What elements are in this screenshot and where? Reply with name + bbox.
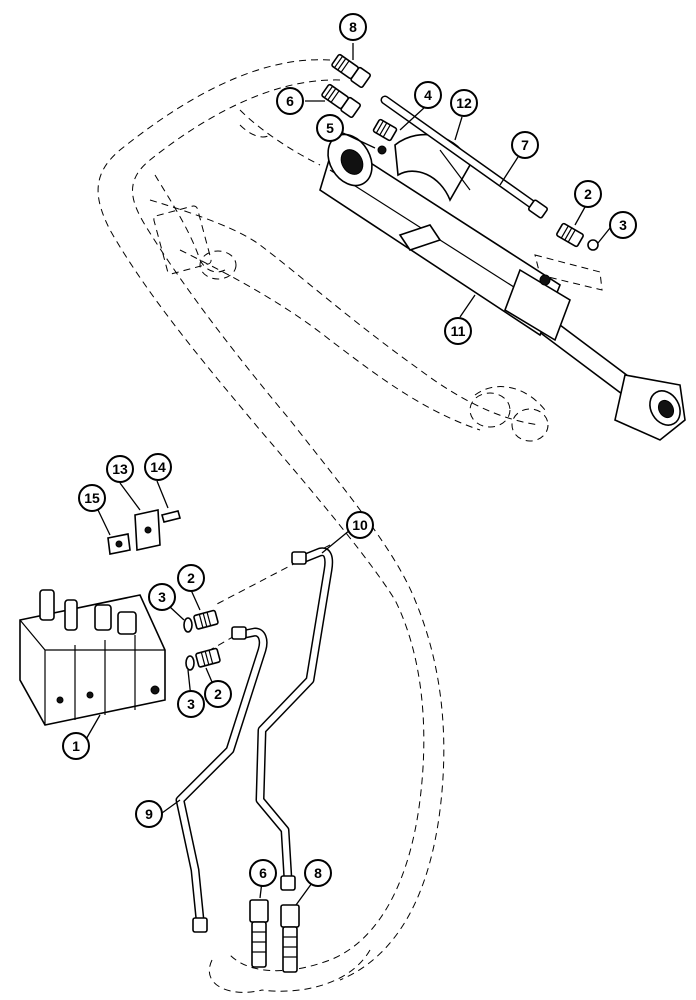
callout-item-13: 13	[106, 455, 134, 483]
callout-item-8-top: 8	[339, 13, 367, 41]
callout-label: 3	[619, 217, 627, 233]
fittings-valve	[183, 609, 221, 671]
callout-label: 12	[456, 95, 472, 111]
callout-item-10: 10	[346, 511, 374, 539]
callout-label: 3	[187, 696, 195, 712]
callout-label: 13	[112, 461, 128, 477]
callout-label: 8	[314, 865, 322, 881]
callout-item-2-upper-valve: 2	[177, 564, 205, 592]
callout-label: 15	[84, 490, 100, 506]
callout-label: 2	[187, 570, 195, 586]
hydraulic-cylinder	[319, 133, 686, 441]
boom-phantom-outline	[97, 59, 603, 993]
callout-label: 14	[150, 459, 166, 475]
tube-7	[380, 95, 549, 219]
callout-item-11: 11	[444, 317, 472, 345]
callout-label: 10	[352, 517, 368, 533]
callout-label: 2	[584, 186, 592, 202]
callout-label: 6	[286, 93, 294, 109]
callout-item-3-top: 3	[609, 211, 637, 239]
callout-item-8-bottom: 8	[304, 859, 332, 887]
callout-label: 6	[259, 865, 267, 881]
callout-label: 2	[214, 686, 222, 702]
callout-item-3-lower-valve: 3	[177, 690, 205, 718]
callout-item-12: 12	[450, 89, 478, 117]
callout-label: 5	[326, 120, 334, 136]
callout-label: 1	[72, 738, 80, 754]
fittings-top	[321, 53, 599, 251]
callout-label: 11	[451, 323, 466, 339]
callout-label: 8	[349, 19, 357, 35]
callout-item-2-lower-valve: 2	[204, 680, 232, 708]
callout-item-5: 5	[316, 114, 344, 142]
callout-item-15: 15	[78, 484, 106, 512]
callout-item-6-bottom: 6	[249, 859, 277, 887]
callout-item-7: 7	[511, 131, 539, 159]
callout-item-14: 14	[144, 453, 172, 481]
callout-item-2-top: 2	[574, 180, 602, 208]
callout-label: 9	[145, 806, 153, 822]
callout-item-4: 4	[414, 81, 442, 109]
callout-label: 3	[158, 589, 166, 605]
callout-item-9: 9	[135, 800, 163, 828]
callout-item-1: 1	[62, 732, 90, 760]
tubes-9-10	[175, 547, 334, 933]
bracket-13-14-15	[107, 509, 181, 555]
callout-item-3-upper-valve: 3	[148, 583, 176, 611]
hose-fittings-bottom	[249, 899, 300, 973]
callout-label: 7	[521, 137, 529, 153]
control-valve	[19, 589, 166, 726]
callout-label: 4	[424, 87, 432, 103]
callout-item-6-top: 6	[276, 87, 304, 115]
